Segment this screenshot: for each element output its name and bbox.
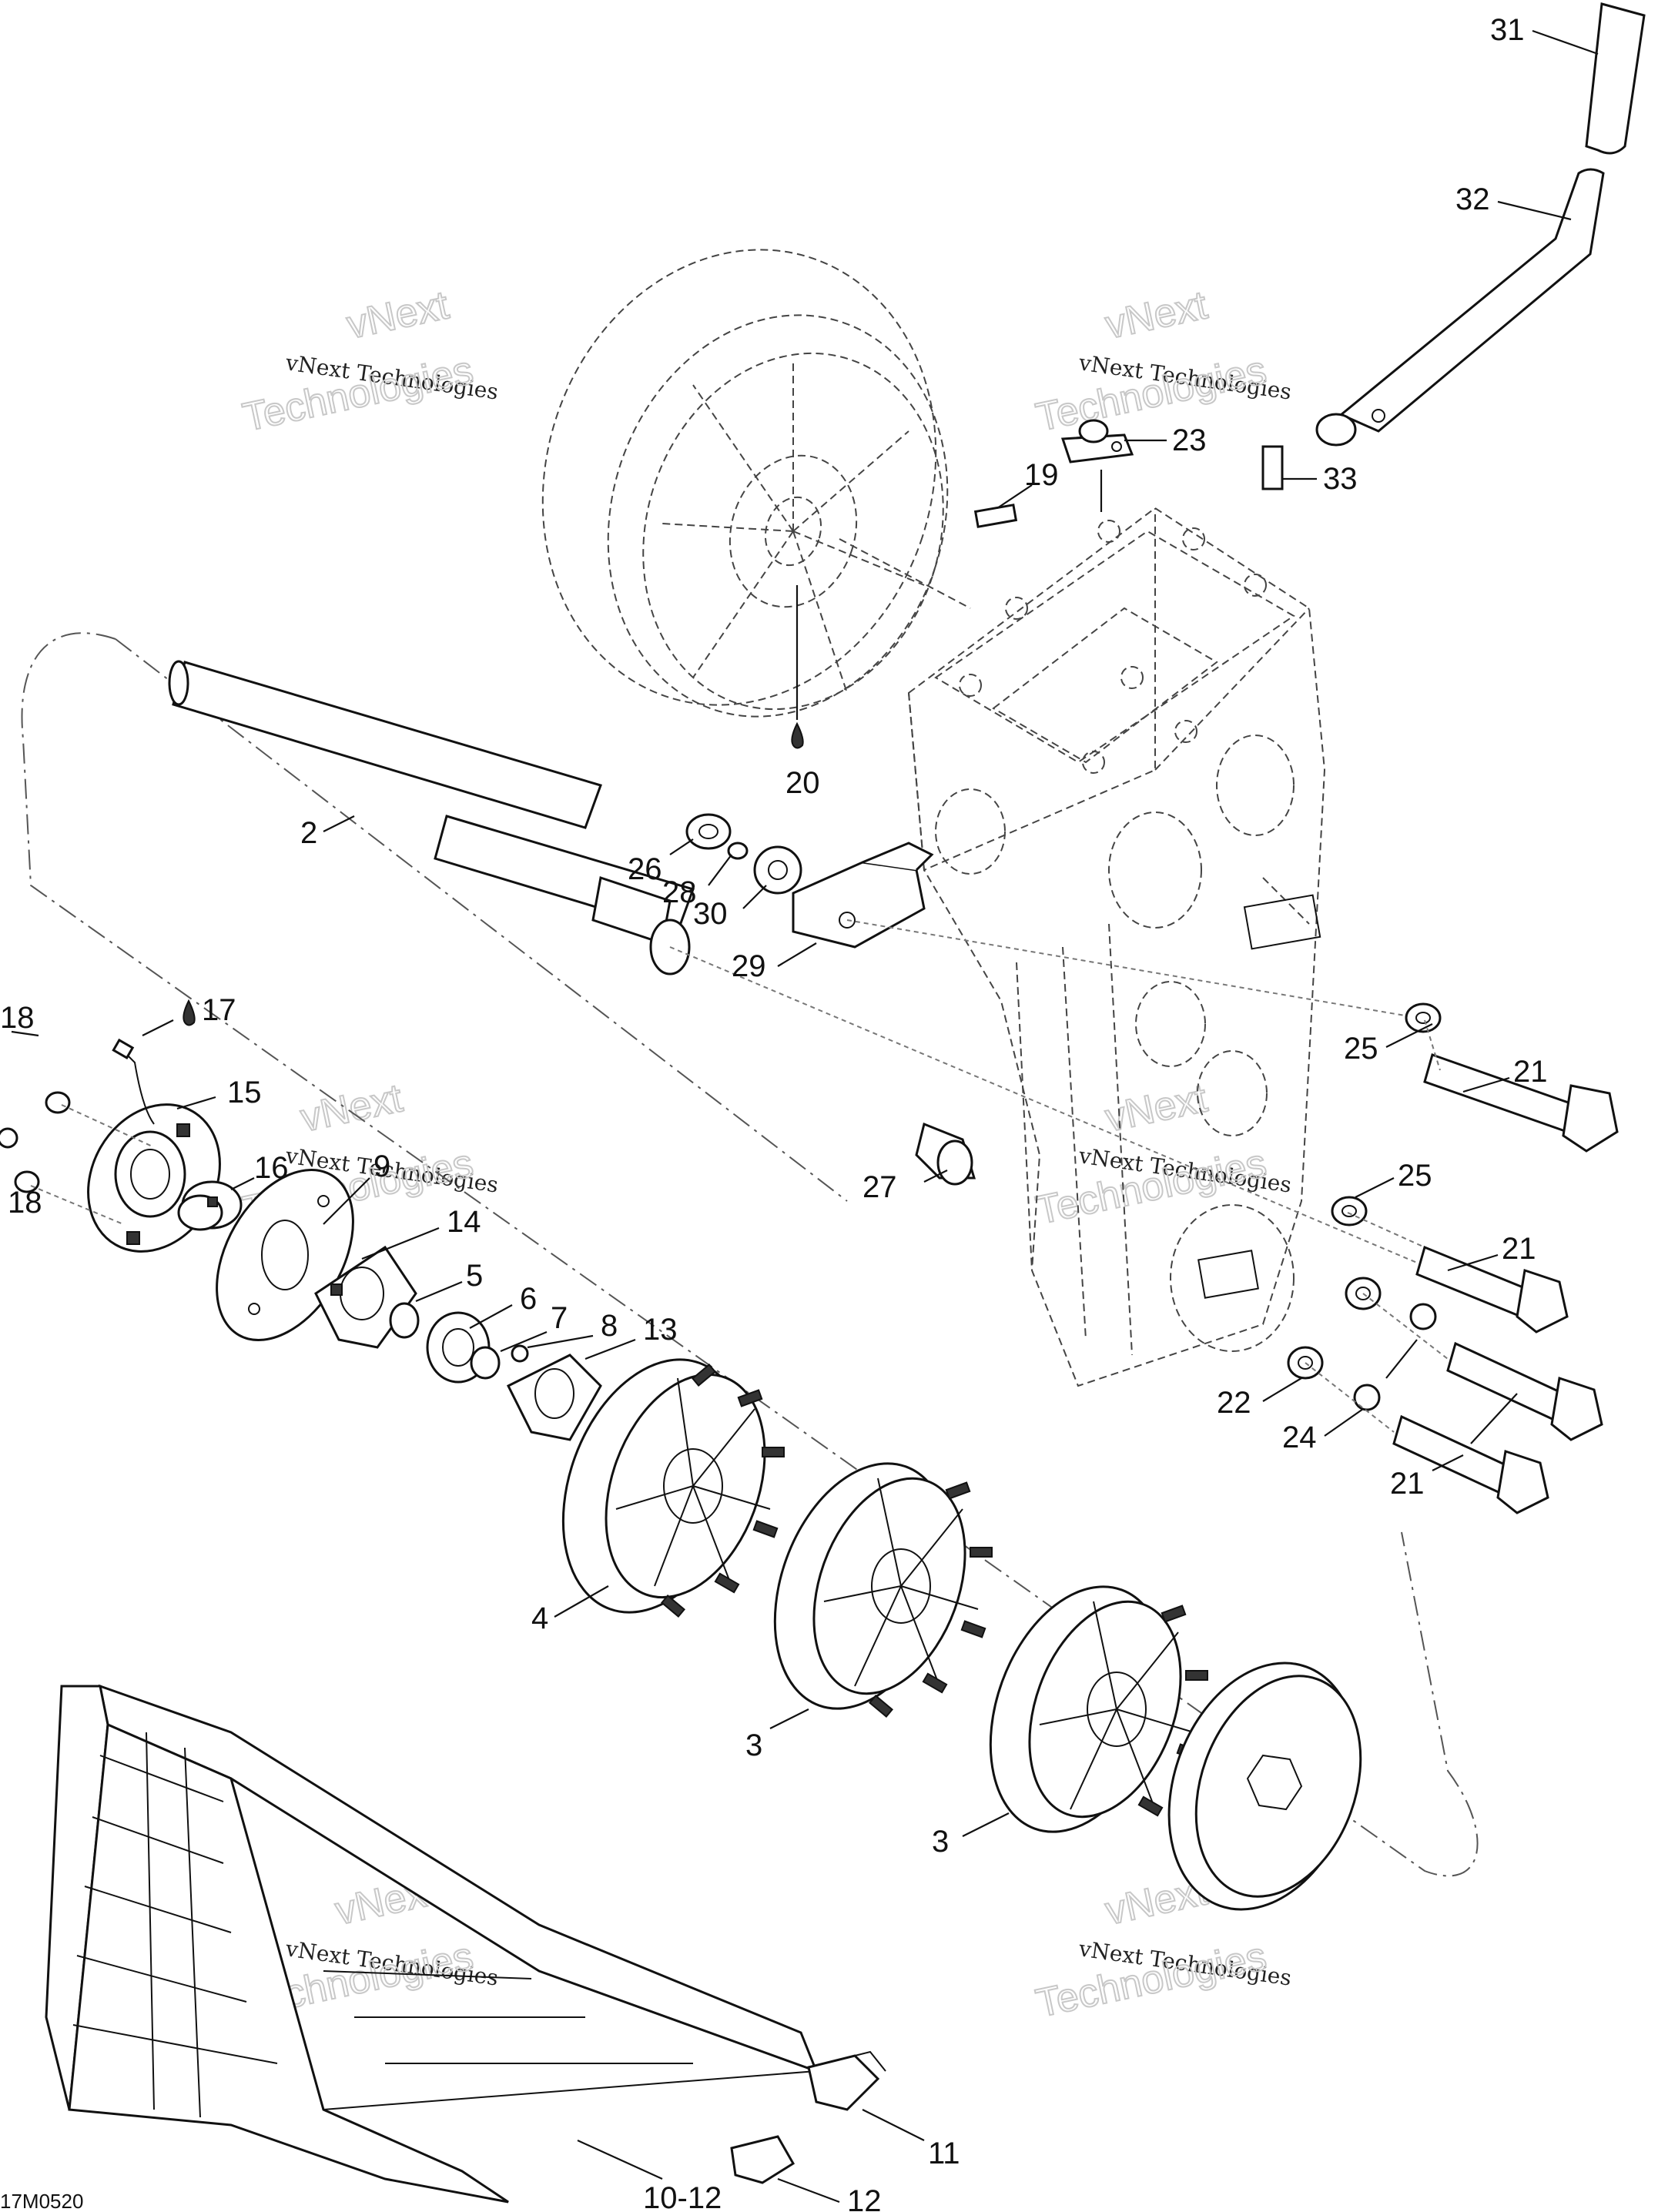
label-17: 17 <box>202 993 236 1027</box>
label-32: 32 <box>1455 182 1490 216</box>
label-28: 28 <box>662 875 697 909</box>
part-16-bearing <box>177 1180 243 1231</box>
part-15-bearing-housing <box>87 1103 221 1253</box>
shift-lever <box>1315 2 1646 447</box>
label-20: 20 <box>785 766 820 800</box>
label-22: 22 <box>1217 1386 1251 1420</box>
oil-drop-icon <box>791 721 804 749</box>
label-7: 7 <box>551 1301 568 1335</box>
label-15: 15 <box>227 1076 262 1109</box>
part-8-oring <box>511 1344 529 1363</box>
label-19: 19 <box>1024 458 1059 492</box>
label-25-lower: 25 <box>1398 1159 1432 1193</box>
part-30-gear <box>753 845 802 895</box>
label-18-top: 18 <box>0 1001 35 1035</box>
part-27-spacer <box>915 1122 976 1186</box>
part-26-nut <box>685 813 732 850</box>
drive-pulley <box>541 249 971 718</box>
label-14: 14 <box>447 1205 481 1239</box>
label-16: 16 <box>254 1151 289 1185</box>
label-21-mid: 21 <box>1502 1232 1536 1266</box>
part-33-pin <box>1261 445 1284 490</box>
label-26: 26 <box>628 852 662 886</box>
label-31: 31 <box>1490 13 1525 47</box>
part-21-bolt-lower-a <box>1446 1341 1603 1441</box>
part-4-sprocket <box>561 1358 785 1618</box>
part-13-flange <box>506 1354 602 1441</box>
part-17-grease-fitting <box>112 1038 155 1125</box>
leader-lines <box>11 29 1599 2204</box>
part-12-clip <box>730 2135 796 2184</box>
watermark-vnext: vNext <box>1101 283 1211 347</box>
label-5: 5 <box>466 1259 483 1293</box>
label-21-lower: 21 <box>1390 1467 1425 1501</box>
label-27: 27 <box>862 1170 897 1204</box>
part-5-circlip <box>389 1302 420 1339</box>
watermark-top-right: vNext vNext Technologies Technologies <box>1031 282 1293 440</box>
label-3-a: 3 <box>745 1728 762 1762</box>
drawing-code: 17M0520 <box>0 2190 83 2212</box>
track-loop-outline-2 <box>115 638 848 1202</box>
label-4: 4 <box>531 1601 548 1635</box>
label-6: 6 <box>520 1282 537 1316</box>
chaincase <box>907 507 1326 1387</box>
label-13: 13 <box>643 1313 678 1347</box>
label-11: 11 <box>928 2137 960 2170</box>
label-29: 29 <box>732 949 766 983</box>
part-10-12-track <box>45 1684 819 2204</box>
label-18-bottom: 18 <box>8 1186 42 1220</box>
label-10-12: 10-12 <box>643 2181 722 2212</box>
label-2: 2 <box>300 816 317 850</box>
part-22-washers <box>1287 1277 1382 1380</box>
callout-labels: 31 32 23 19 33 20 2 26 28 30 29 18 17 15… <box>0 13 1548 2212</box>
part-28-ring <box>727 842 749 860</box>
part-25-washer-lower <box>1331 1196 1368 1226</box>
part-3-sprocket-b <box>989 1585 1208 1833</box>
part-21-bolt-mid <box>1415 1245 1569 1334</box>
part-29-bracket <box>792 842 934 949</box>
label-12: 12 <box>847 2184 882 2212</box>
part-18-nuts <box>0 1091 71 1193</box>
label-30: 30 <box>693 897 728 931</box>
part-2-drive-axle <box>168 660 695 975</box>
label-8: 8 <box>601 1309 618 1343</box>
part-23-clip <box>1060 419 1134 463</box>
label-21-upper: 21 <box>1513 1055 1548 1089</box>
watermark-top-left: vNext vNext Technologies Technologies <box>238 282 500 440</box>
label-23: 23 <box>1172 423 1207 457</box>
part-21-bolt-upper <box>1423 1053 1619 1153</box>
part-7-ring <box>470 1346 501 1380</box>
label-3-b: 3 <box>932 1825 949 1859</box>
oil-drop-icon <box>183 999 196 1026</box>
part-3-sprocket-a <box>773 1462 993 1718</box>
end-wheel <box>1167 1662 1362 1911</box>
part-24-lockwashers <box>1353 1303 1437 1411</box>
watermark-vnext: vNext <box>343 283 453 347</box>
label-24: 24 <box>1282 1421 1317 1454</box>
label-25-upper: 25 <box>1344 1032 1378 1066</box>
part-21-bolt-lower-b <box>1392 1414 1549 1514</box>
label-9: 9 <box>373 1150 390 1183</box>
part-25-washer-upper <box>1405 1002 1442 1033</box>
axis-bolt-upper <box>846 919 1410 1017</box>
part-19-key <box>973 504 1018 528</box>
part-11-clip <box>807 2050 886 2111</box>
label-33: 33 <box>1323 462 1358 496</box>
